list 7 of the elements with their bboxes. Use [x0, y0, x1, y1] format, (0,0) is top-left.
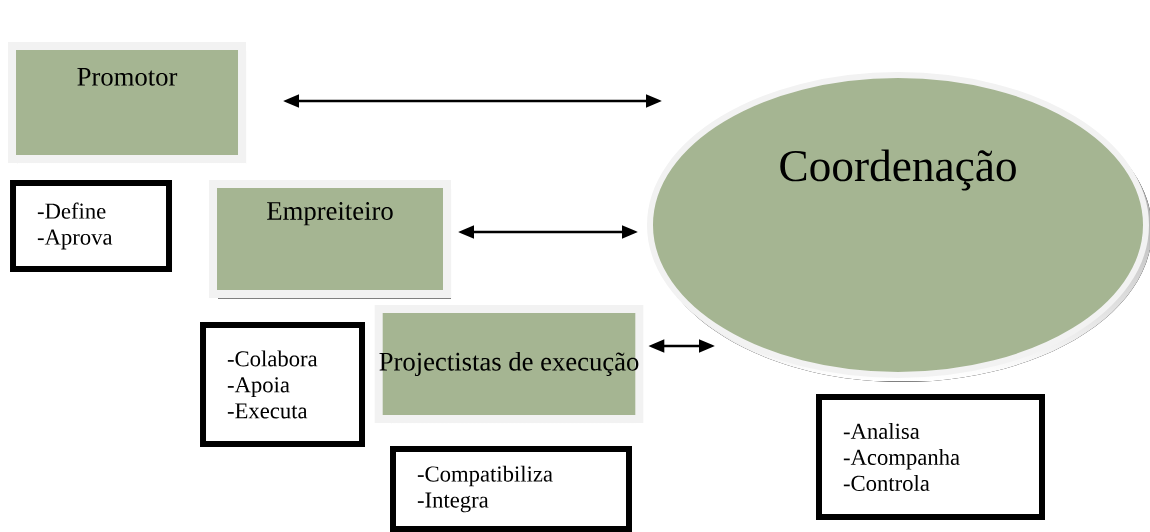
- list-box: -Analisa -Acompanha -Controla: [816, 394, 1045, 520]
- list-box: -Compatibiliza -Integra: [390, 446, 632, 532]
- process-box: Promotor: [8, 42, 246, 164]
- process-box: Empreiteiro: [209, 180, 451, 299]
- list-box: -Colabora -Apoia -Executa: [200, 322, 365, 447]
- process-box: Projectistas de execução: [374, 305, 644, 424]
- list-box: -Define -Aprova: [10, 180, 172, 272]
